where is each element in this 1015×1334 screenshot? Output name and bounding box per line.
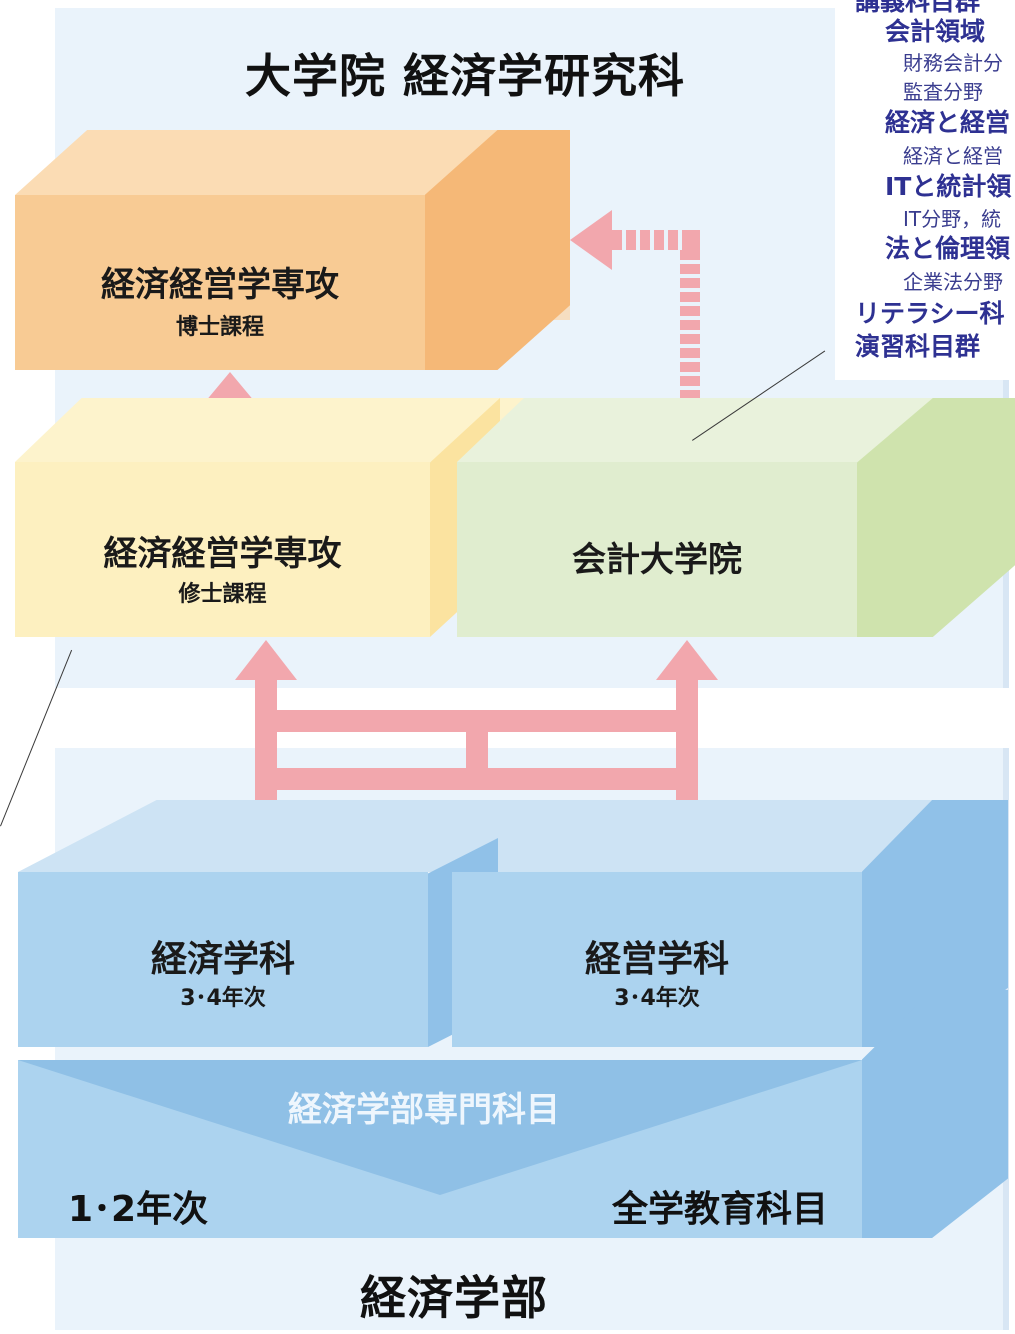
doctoral-label: 経済経営学専攻: [101, 265, 339, 305]
curriculum-econ-management-area: 経済と経営: [885, 108, 1011, 137]
master-sub: 修士課程: [178, 582, 267, 607]
accounting-label: 会計大学院: [572, 540, 742, 580]
doctoral-sub: 博士課程: [175, 315, 264, 340]
curriculum-it-stats-area: ITと統計領: [885, 172, 1012, 201]
master-label: 経済経営学専攻: [103, 534, 342, 574]
curriculum-audit: 監査分野: [903, 80, 983, 104]
curriculum-list-panel: 講義科目群 会計領域 財務会計分 監査分野 経済と経営 経済と経営 ITと統計領…: [835, 0, 1015, 380]
economics-box: 経済学科 3･4年次: [18, 872, 428, 1047]
master-box: 経済経営学専攻 修士課程: [15, 462, 430, 637]
curriculum-it-field: IT分野，統: [903, 207, 1002, 231]
management-sub: 3･4年次: [614, 986, 700, 1011]
undergraduate-title: 経済学部: [360, 1271, 548, 1325]
economics-label: 経済学科: [150, 939, 295, 980]
undergrad-upper-top: [18, 800, 1008, 872]
management-label: 経営学科: [584, 939, 729, 980]
years-1-2-label: 1･2年次: [68, 1189, 209, 1230]
curriculum-accounting-area: 会計領域: [885, 17, 986, 46]
doctoral-box: 経済経営学専攻 博士課程: [15, 195, 425, 370]
graduate-school-title: 大学院 経済学研究科: [245, 49, 686, 103]
curriculum-corporate-law: 企業法分野: [903, 270, 1003, 294]
management-box: 経営学科 3･4年次: [452, 872, 862, 1047]
general-education-label: 全学教育科目: [612, 1189, 829, 1230]
economics-sub: 3･4年次: [180, 986, 266, 1011]
curriculum-seminar-group: 演習科目群: [855, 332, 981, 361]
curriculum-lecture-group: 講義科目群: [855, 0, 981, 16]
specialized-courses-label: 経済学部専門科目: [288, 1090, 560, 1130]
curriculum-financial-accounting: 財務会計分: [903, 51, 1003, 75]
curriculum-law-ethics-area: 法と倫理領: [885, 234, 1011, 263]
curriculum-literacy-group: リテラシー科: [855, 299, 1005, 328]
accounting-box: 会計大学院: [457, 462, 857, 637]
curriculum-econ-management-field: 経済と経営: [903, 144, 1003, 168]
